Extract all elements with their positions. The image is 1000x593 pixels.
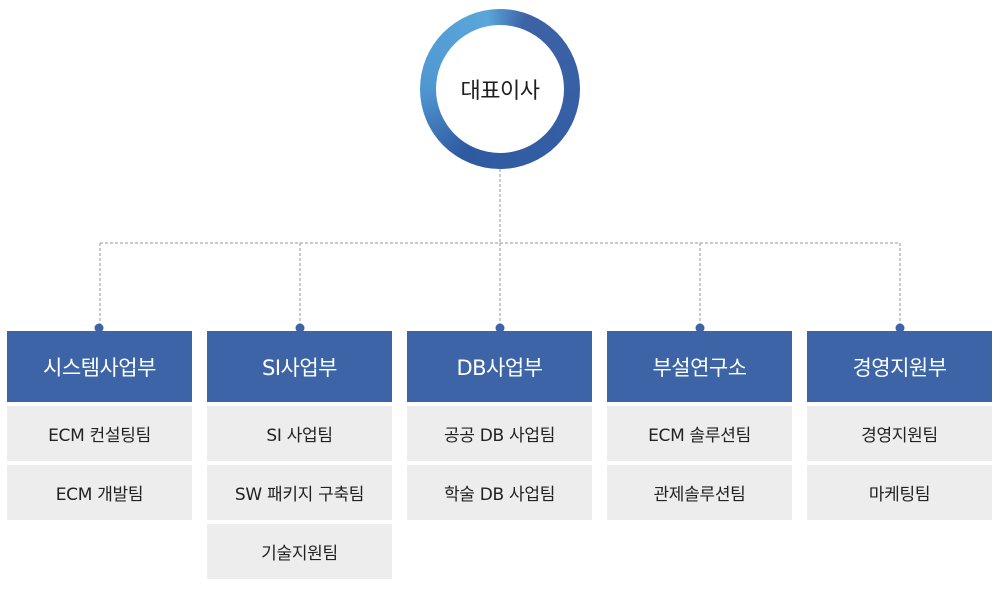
ceo-node: 대표이사 (420, 9, 580, 169)
dept-column-db: DB사업부 공공 DB 사업팀 학술 DB 사업팀 (407, 331, 592, 520)
node-dot-4 (695, 323, 705, 333)
team-item: 기술지원팀 (207, 524, 392, 579)
team-item: 학술 DB 사업팀 (407, 465, 592, 520)
node-dot-2 (295, 323, 305, 333)
team-item: 관제솔루션팀 (607, 465, 792, 520)
node-dot-5 (895, 323, 905, 333)
dept-column-management: 경영지원부 경영지원팀 마케팅팀 (807, 331, 992, 520)
node-dot-1 (94, 323, 104, 333)
dept-column-si: SI사업부 SI 사업팀 SW 패키지 구축팀 기술지원팀 (207, 331, 392, 579)
team-item: 경영지원팀 (807, 406, 992, 461)
dept-header-management: 경영지원부 (807, 331, 992, 402)
dept-column-research: 부설연구소 ECM 솔루션팀 관제솔루션팀 (607, 331, 792, 520)
team-item: ECM 컨설팅팀 (7, 406, 192, 461)
team-item: ECM 솔루션팀 (607, 406, 792, 461)
dept-header-research: 부설연구소 (607, 331, 792, 402)
ceo-node-inner: 대표이사 (436, 25, 564, 153)
team-item: 마케팅팀 (807, 465, 992, 520)
dept-header-system: 시스템사업부 (7, 331, 192, 402)
node-dot-3 (495, 323, 505, 333)
dept-header-si: SI사업부 (207, 331, 392, 402)
team-item: 공공 DB 사업팀 (407, 406, 592, 461)
team-item: ECM 개발팀 (7, 465, 192, 520)
ceo-label: 대표이사 (460, 79, 540, 104)
team-item: SI 사업팀 (207, 406, 392, 461)
dept-column-system: 시스템사업부 ECM 컨설팅팀 ECM 개발팀 (7, 331, 192, 520)
team-item: SW 패키지 구축팀 (207, 465, 392, 520)
dept-header-db: DB사업부 (407, 331, 592, 402)
